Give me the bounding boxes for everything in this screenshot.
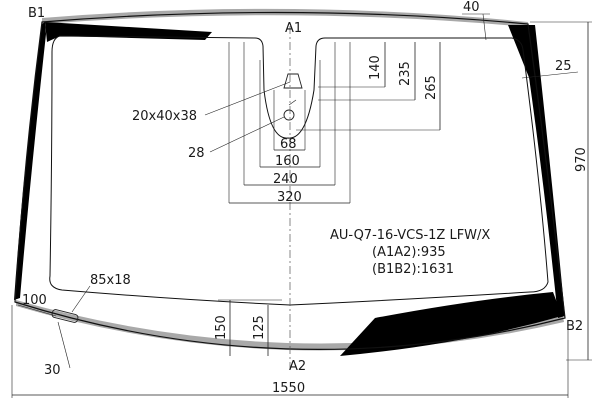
corner-label-b2: B2: [566, 319, 583, 334]
corner-label-b1: B1: [28, 6, 45, 21]
spec-b1b2: (B1B2):1631: [372, 262, 454, 277]
dim-label-125: 125: [252, 315, 267, 340]
sensor-bracket-shape: [283, 73, 303, 89]
frit-bottom-right: [340, 292, 562, 356]
dim-label-40: 40: [463, 0, 480, 15]
frit-top-left: [45, 22, 212, 42]
dim-label-150: 150: [214, 315, 229, 340]
vin-window: [51, 309, 79, 323]
dim-label-dot: 28: [188, 146, 205, 161]
dim-label-240: 240: [273, 172, 298, 187]
dim-label-970: 970: [574, 147, 589, 172]
leader-vin: [71, 285, 91, 313]
leader-30: [57, 321, 71, 369]
sensor-tick: [288, 99, 297, 106]
dim-label-68: 68: [280, 137, 297, 152]
leader-25: [521, 71, 579, 79]
leader-dot: [209, 116, 285, 153]
frit-right: [528, 25, 565, 318]
corner-label-a2: A2: [289, 359, 306, 374]
dim-label-vin: 85x18: [90, 273, 131, 288]
spec-a1a2: (A1A2):935: [372, 245, 446, 260]
dim-label-160: 160: [275, 154, 300, 169]
leader-40: [482, 13, 487, 41]
dim-label-1550: 1550: [272, 381, 305, 396]
top-band: [42, 8, 528, 27]
dim-label-100: 100: [22, 293, 47, 308]
leader-100: [17, 304, 57, 317]
dim-label-bracket: 20x40x38: [132, 109, 197, 124]
dim-label-265: 265: [424, 75, 439, 100]
sensor-dot: [283, 109, 295, 121]
viewing-area-outline: [49, 35, 549, 306]
dim-label-140: 140: [368, 55, 383, 80]
dim-label-235: 235: [398, 61, 413, 86]
glass-outer-outline: [14, 11, 566, 350]
frit-left: [14, 22, 46, 300]
leader-bracket: [204, 81, 291, 116]
dim-label-30: 30: [44, 363, 61, 378]
corner-label-a1: A1: [285, 21, 302, 36]
dim-label-320: 320: [277, 190, 302, 205]
dim-label-25: 25: [555, 59, 572, 74]
spec-code: AU-Q7-16-VCS-1Z LFW/X: [330, 228, 490, 243]
